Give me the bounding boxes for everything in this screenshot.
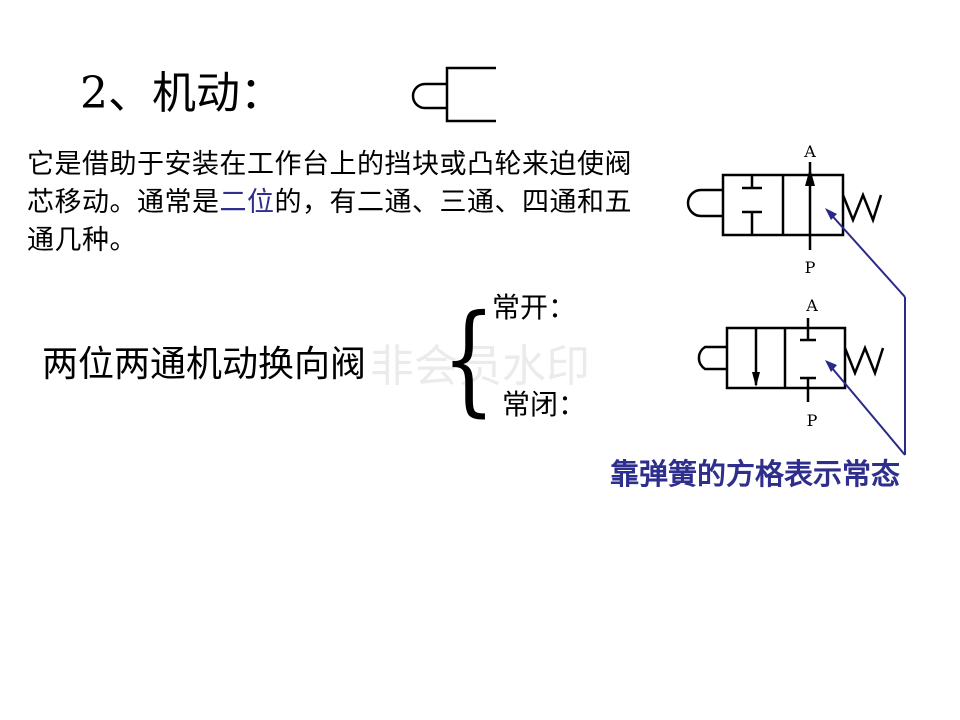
- bottom-port-p-label: P: [807, 411, 818, 430]
- normally-closed-valve-symbol: [697, 318, 885, 402]
- brace-icon: {: [442, 290, 496, 429]
- caption: 靠弹簧的方格表示常态: [610, 457, 901, 491]
- top-port-p-label: P: [805, 258, 816, 277]
- bottom-port-a-label: A: [805, 296, 818, 315]
- valve-name: 两位两通机动换向阀: [42, 344, 367, 385]
- option-normally-open: 常开：: [492, 291, 577, 324]
- normally-open-valve-symbol: [686, 162, 883, 250]
- option-normally-closed: 常闭：: [502, 388, 587, 421]
- slide-title: 2、机动：: [80, 68, 284, 119]
- description-text-1: 它是借助于安装在工作台上的挡块或凸轮来迫使阀芯移动。通常是: [27, 149, 632, 218]
- description-paragraph: 它是借助于安装在工作台上的挡块或凸轮来迫使阀芯移动。通常是二位的，有二通、三通、…: [27, 146, 647, 260]
- watermark: 非会员水印: [370, 341, 590, 392]
- description-highlight: 二位: [219, 187, 275, 218]
- top-port-a-label: A: [803, 142, 816, 161]
- description-text-2: 的，有二通、三通、四通和五通几种。: [27, 187, 632, 256]
